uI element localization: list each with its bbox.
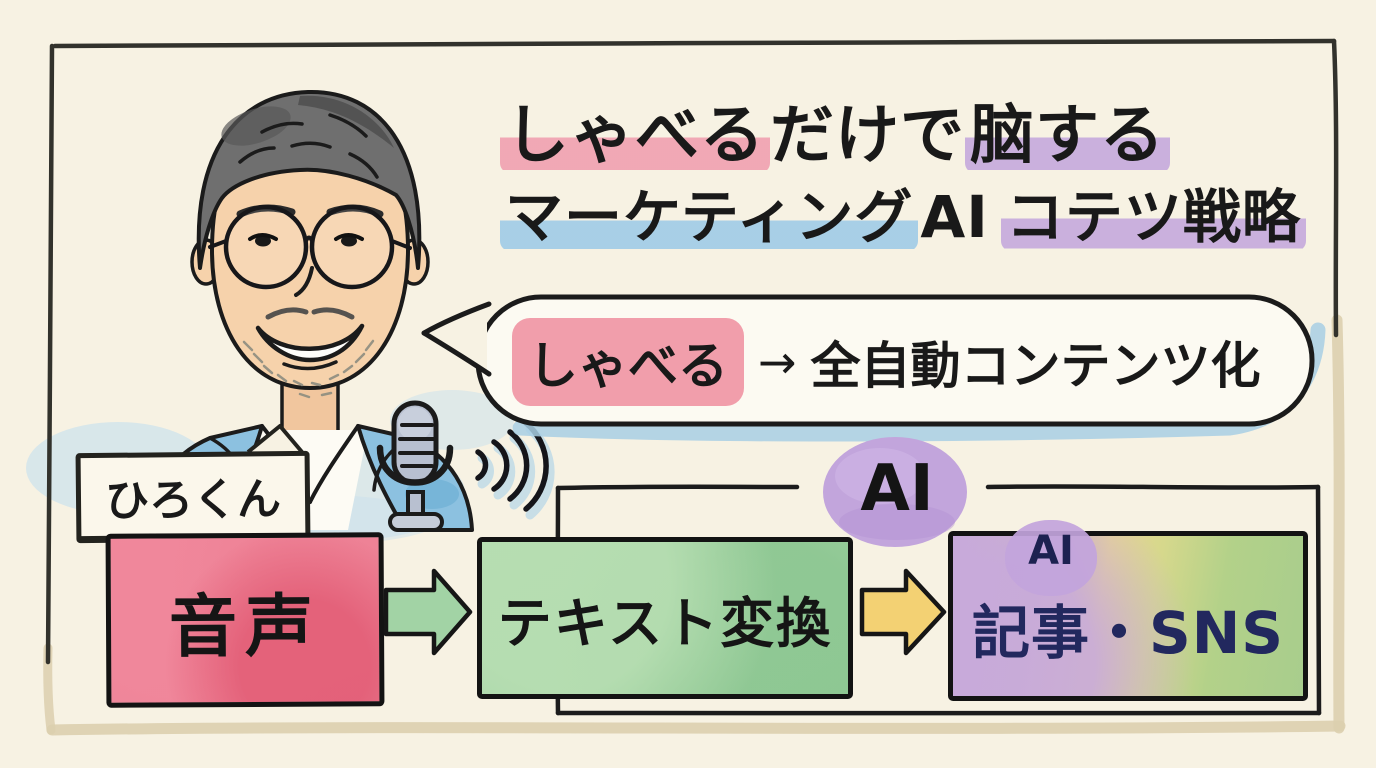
bubble-word-autocontent: 全自動コンテンツ化 (810, 337, 1261, 395)
output-ai-tag: AI (1028, 528, 1074, 574)
voice-step-box: 音声 (105, 532, 385, 708)
name-tag-tail (246, 424, 304, 454)
text-convert-step-box: テキスト変換 (477, 537, 853, 699)
voice-step-label: 音声 (168, 587, 322, 667)
speech-bubble-text: しゃべる → 全自動コンテンツ化 (512, 316, 1302, 408)
text-convert-step-label: テキスト変換 (497, 591, 833, 655)
output-step-label: 記事・SNS (971, 599, 1285, 667)
hand-drawn-frame (43, 38, 1346, 736)
character-name: ひろくん (104, 474, 282, 527)
glasses-icon (208, 204, 412, 290)
bubble-word-speak: しゃべる (512, 318, 744, 406)
headline-word-speak: しゃべる (500, 99, 770, 173)
yellow-right-arrow-icon (859, 568, 947, 656)
headline-line-1: しゃべるだけで脑する (500, 84, 1170, 176)
output-step-box: AI 記事・SNS (948, 520, 1308, 701)
bubble-arrow: → (758, 335, 797, 389)
sound-waves-icon (475, 420, 555, 520)
green-right-arrow-icon (383, 568, 473, 656)
ai-label-blob (823, 437, 967, 547)
headline-word-marketing: マーケティング (500, 183, 919, 251)
output-ai-blob (1005, 520, 1097, 596)
headline-word-strategy: コテツ戦略 (1000, 183, 1306, 251)
headline-word-ai: AI (920, 183, 989, 251)
microphone-icon (376, 400, 454, 532)
headline-word-just: だけで (770, 99, 965, 173)
ai-process-label: AI (860, 452, 934, 526)
headline-word-complete: 脑する (965, 99, 1170, 173)
name-tag: ひろくん (75, 450, 311, 544)
